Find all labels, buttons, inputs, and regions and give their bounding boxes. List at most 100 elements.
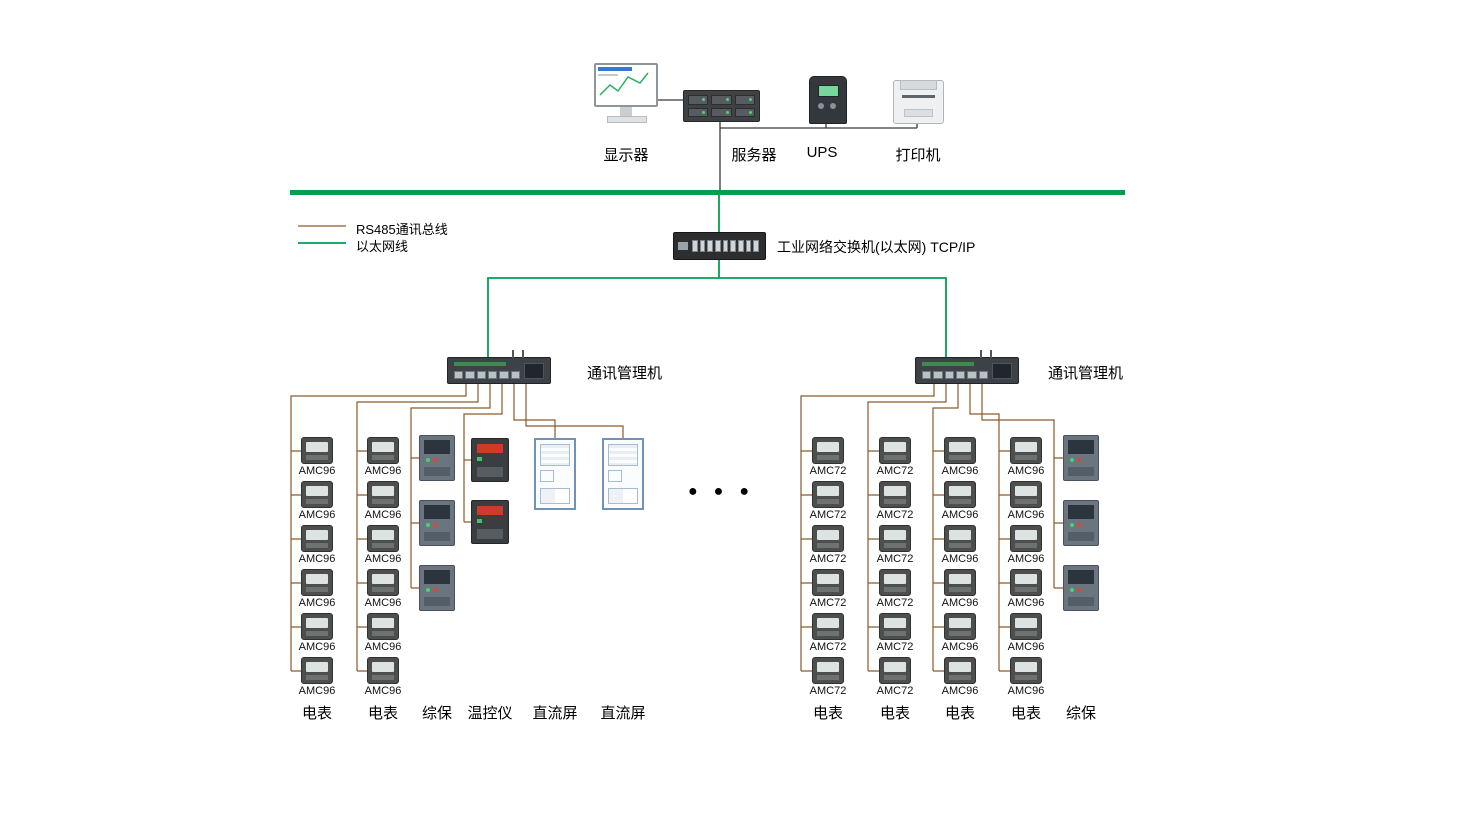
rs485-right-col2 bbox=[867, 382, 947, 672]
relay-buttons bbox=[1068, 597, 1094, 606]
relay-display bbox=[1068, 505, 1094, 519]
antenna-icon bbox=[512, 350, 514, 358]
meter-device bbox=[812, 437, 844, 464]
ups-icon bbox=[809, 76, 847, 124]
rs485-right-col1 bbox=[800, 382, 935, 672]
legend-ethernet-label: 以太网线 bbox=[356, 239, 409, 254]
meter-screen bbox=[817, 442, 839, 452]
device-model-label: AMC72 bbox=[809, 553, 847, 565]
rs485-left-col5 bbox=[513, 382, 556, 438]
device-model-label: AMC96 bbox=[1007, 597, 1045, 609]
red-led bbox=[433, 588, 437, 592]
meter-screen bbox=[1015, 530, 1037, 540]
meter-device bbox=[944, 569, 976, 596]
rs485-right-col3 bbox=[932, 382, 959, 672]
ups-button bbox=[830, 103, 836, 109]
meter-screen bbox=[884, 530, 906, 540]
temp-keys bbox=[477, 467, 503, 477]
device-model-label: AMC96 bbox=[298, 685, 336, 697]
relay-buttons bbox=[424, 467, 450, 476]
meter-keys bbox=[884, 455, 906, 460]
relay-display bbox=[1068, 570, 1094, 584]
meter-device bbox=[367, 481, 399, 508]
device-model-label: AMC72 bbox=[809, 685, 847, 697]
comm-manager-right-icon bbox=[915, 350, 1019, 384]
server-label: 服务器 bbox=[731, 147, 777, 164]
meter-keys bbox=[884, 587, 906, 592]
antenna-icon bbox=[990, 350, 992, 358]
comm-manager-right-label: 通讯管理机 bbox=[1048, 365, 1124, 382]
meter-device bbox=[812, 613, 844, 640]
device-model-label: AMC72 bbox=[876, 509, 914, 521]
meter-screen bbox=[1015, 662, 1037, 672]
meter-device bbox=[944, 657, 976, 684]
device-model-label: AMC72 bbox=[876, 641, 914, 653]
column-category-label: 电表 bbox=[367, 705, 398, 722]
meter-keys bbox=[949, 499, 971, 504]
device-model-label: AMC96 bbox=[298, 641, 336, 653]
device-model-label: AMC96 bbox=[298, 597, 336, 609]
printer-output-slot bbox=[902, 95, 935, 98]
rs485-left-col1 bbox=[290, 382, 467, 672]
device-model-label: AMC96 bbox=[298, 509, 336, 521]
meter-keys bbox=[306, 675, 328, 680]
meter-keys bbox=[1015, 499, 1037, 504]
meter-device bbox=[1010, 613, 1042, 640]
meter-keys bbox=[817, 631, 839, 636]
cabinet-unit bbox=[540, 470, 554, 482]
meter-device bbox=[944, 437, 976, 464]
meter-screen bbox=[817, 486, 839, 496]
meter-keys bbox=[949, 455, 971, 460]
device-model-label: AMC96 bbox=[1007, 465, 1045, 477]
meter-device bbox=[1010, 657, 1042, 684]
temp-device bbox=[471, 500, 509, 544]
meter-device bbox=[1010, 481, 1042, 508]
meter-device bbox=[812, 569, 844, 596]
temp-device bbox=[471, 438, 509, 482]
red-led bbox=[1077, 588, 1081, 592]
device-model-label: AMC96 bbox=[298, 465, 336, 477]
relay-display bbox=[1068, 440, 1094, 454]
meter-device bbox=[879, 525, 911, 552]
relay-buttons bbox=[1068, 467, 1094, 476]
device-model-label: AMC72 bbox=[876, 553, 914, 565]
device-model-label: AMC96 bbox=[941, 597, 979, 609]
legend-rs485-label: RS485通讯总线 bbox=[356, 222, 448, 237]
meter-screen bbox=[817, 530, 839, 540]
meter-keys bbox=[817, 455, 839, 460]
comm-display bbox=[992, 363, 1012, 379]
meter-device bbox=[301, 657, 333, 684]
meter-keys bbox=[817, 587, 839, 592]
ups-button bbox=[818, 103, 824, 109]
cabinet-device bbox=[534, 438, 576, 510]
meter-keys bbox=[306, 631, 328, 636]
meter-keys bbox=[884, 499, 906, 504]
meter-device bbox=[367, 569, 399, 596]
server-icon bbox=[683, 90, 760, 122]
meter-device bbox=[367, 525, 399, 552]
temp-display bbox=[477, 444, 503, 453]
device-model-label: AMC96 bbox=[941, 465, 979, 477]
device-model-label: AMC72 bbox=[876, 597, 914, 609]
meter-keys bbox=[372, 499, 394, 504]
comm-manager-left-icon bbox=[447, 350, 551, 384]
rs485-right-col4 bbox=[969, 382, 1010, 672]
ethernet-links bbox=[487, 195, 947, 357]
rs485-left-col6 bbox=[525, 382, 624, 438]
meter-screen bbox=[372, 574, 394, 584]
switch-label: 工业网络交换机(以太网) TCP/IP bbox=[777, 239, 976, 255]
meter-screen bbox=[817, 574, 839, 584]
red-led bbox=[433, 458, 437, 462]
meter-device bbox=[301, 525, 333, 552]
meter-screen bbox=[306, 574, 328, 584]
green-led bbox=[1070, 523, 1074, 527]
green-led bbox=[477, 519, 482, 523]
relay-buttons bbox=[424, 532, 450, 541]
top-device-links bbox=[656, 99, 918, 190]
meter-screen bbox=[949, 662, 971, 672]
meter-screen bbox=[1015, 618, 1037, 628]
column-category-label: 直流屏 bbox=[600, 705, 646, 722]
server-drive-module bbox=[734, 107, 755, 117]
meter-screen bbox=[817, 618, 839, 628]
